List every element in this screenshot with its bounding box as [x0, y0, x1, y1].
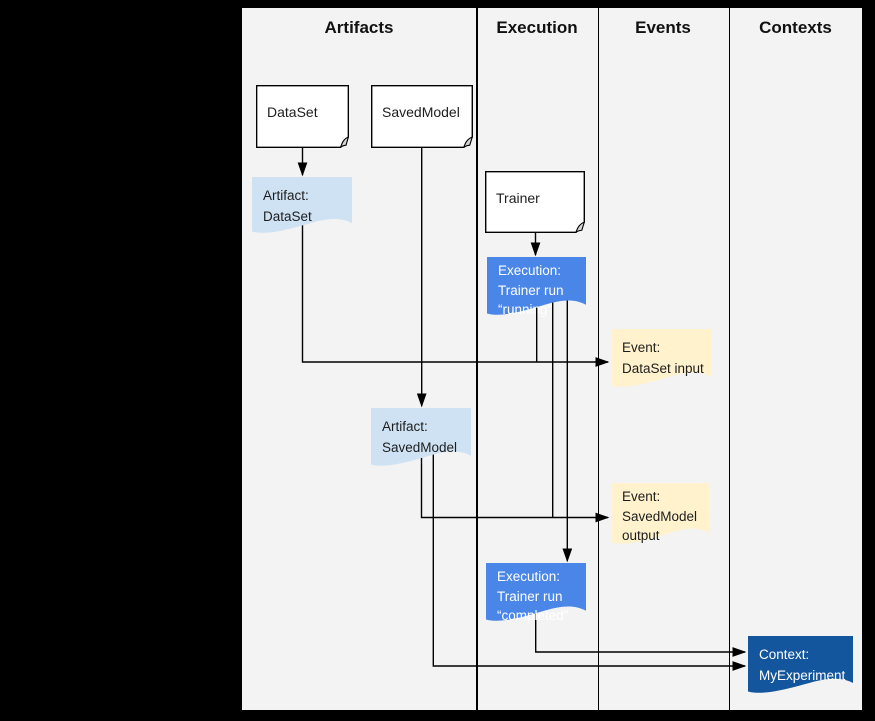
- node-label: Context: MyExperiment: [759, 647, 846, 683]
- edge-completed-to-context: [535, 612, 747, 657]
- tape-shape: [252, 177, 352, 233]
- tape-shape: [748, 636, 853, 693]
- node-artifact-savedmodel: Artifact: SavedModel: [371, 408, 471, 467]
- node-label: DataSet: [267, 104, 318, 120]
- column-header-execution: Execution: [496, 18, 578, 37]
- node-label: Trainer: [496, 190, 540, 206]
- node-label: Execution: Trainer run “completed”: [497, 569, 569, 623]
- document-shape: [485, 171, 585, 233]
- column-header-events: Events: [635, 18, 691, 37]
- tape-shape: [371, 408, 471, 466]
- document-shape: [256, 85, 349, 148]
- document-shape: [371, 85, 473, 148]
- node-label: Artifact: DataSet: [263, 188, 312, 224]
- column-divider-1: [476, 7, 478, 711]
- column-divider-3: [728, 7, 730, 711]
- tape-shape: [487, 257, 586, 315]
- node-label: Artifact: SavedModel: [382, 419, 458, 455]
- tape-shape: [611, 329, 711, 387]
- tape-shape: [486, 563, 586, 621]
- column-header-contexts: Contexts: [759, 18, 832, 37]
- edge-artifactdataset-to-eventinput: [301, 222, 610, 367]
- node-label: SavedModel: [382, 104, 460, 120]
- node-label: Execution: Trainer run “running”: [498, 263, 564, 317]
- node-trainer: Trainer: [485, 171, 585, 233]
- node-artifact-dataset: Artifact: DataSet: [252, 177, 352, 234]
- node-event-dataset-input: Event: DataSet input: [611, 329, 711, 388]
- node-label: Event: DataSet input: [622, 340, 704, 376]
- edge-artifactsavedmodel-to-eventoutput: [420, 452, 610, 523]
- column-header-artifacts: Artifacts: [324, 18, 394, 37]
- node-label: Event: SavedModel output: [622, 489, 698, 543]
- node-execution-running: Execution: Trainer run “running”: [487, 257, 586, 317]
- node-event-savedmodel-output: Event: SavedModel output: [611, 483, 710, 545]
- edge-artifactsavedmodel-to-context: [432, 452, 747, 671]
- node-dataset: DataSet: [256, 85, 349, 148]
- node-execution-completed: Execution: Trainer run “completed”: [486, 563, 586, 623]
- node-context-myexperiment: Context: MyExperiment: [748, 636, 853, 694]
- node-savedmodel: SavedModel: [371, 85, 473, 148]
- tape-shape: [611, 483, 710, 544]
